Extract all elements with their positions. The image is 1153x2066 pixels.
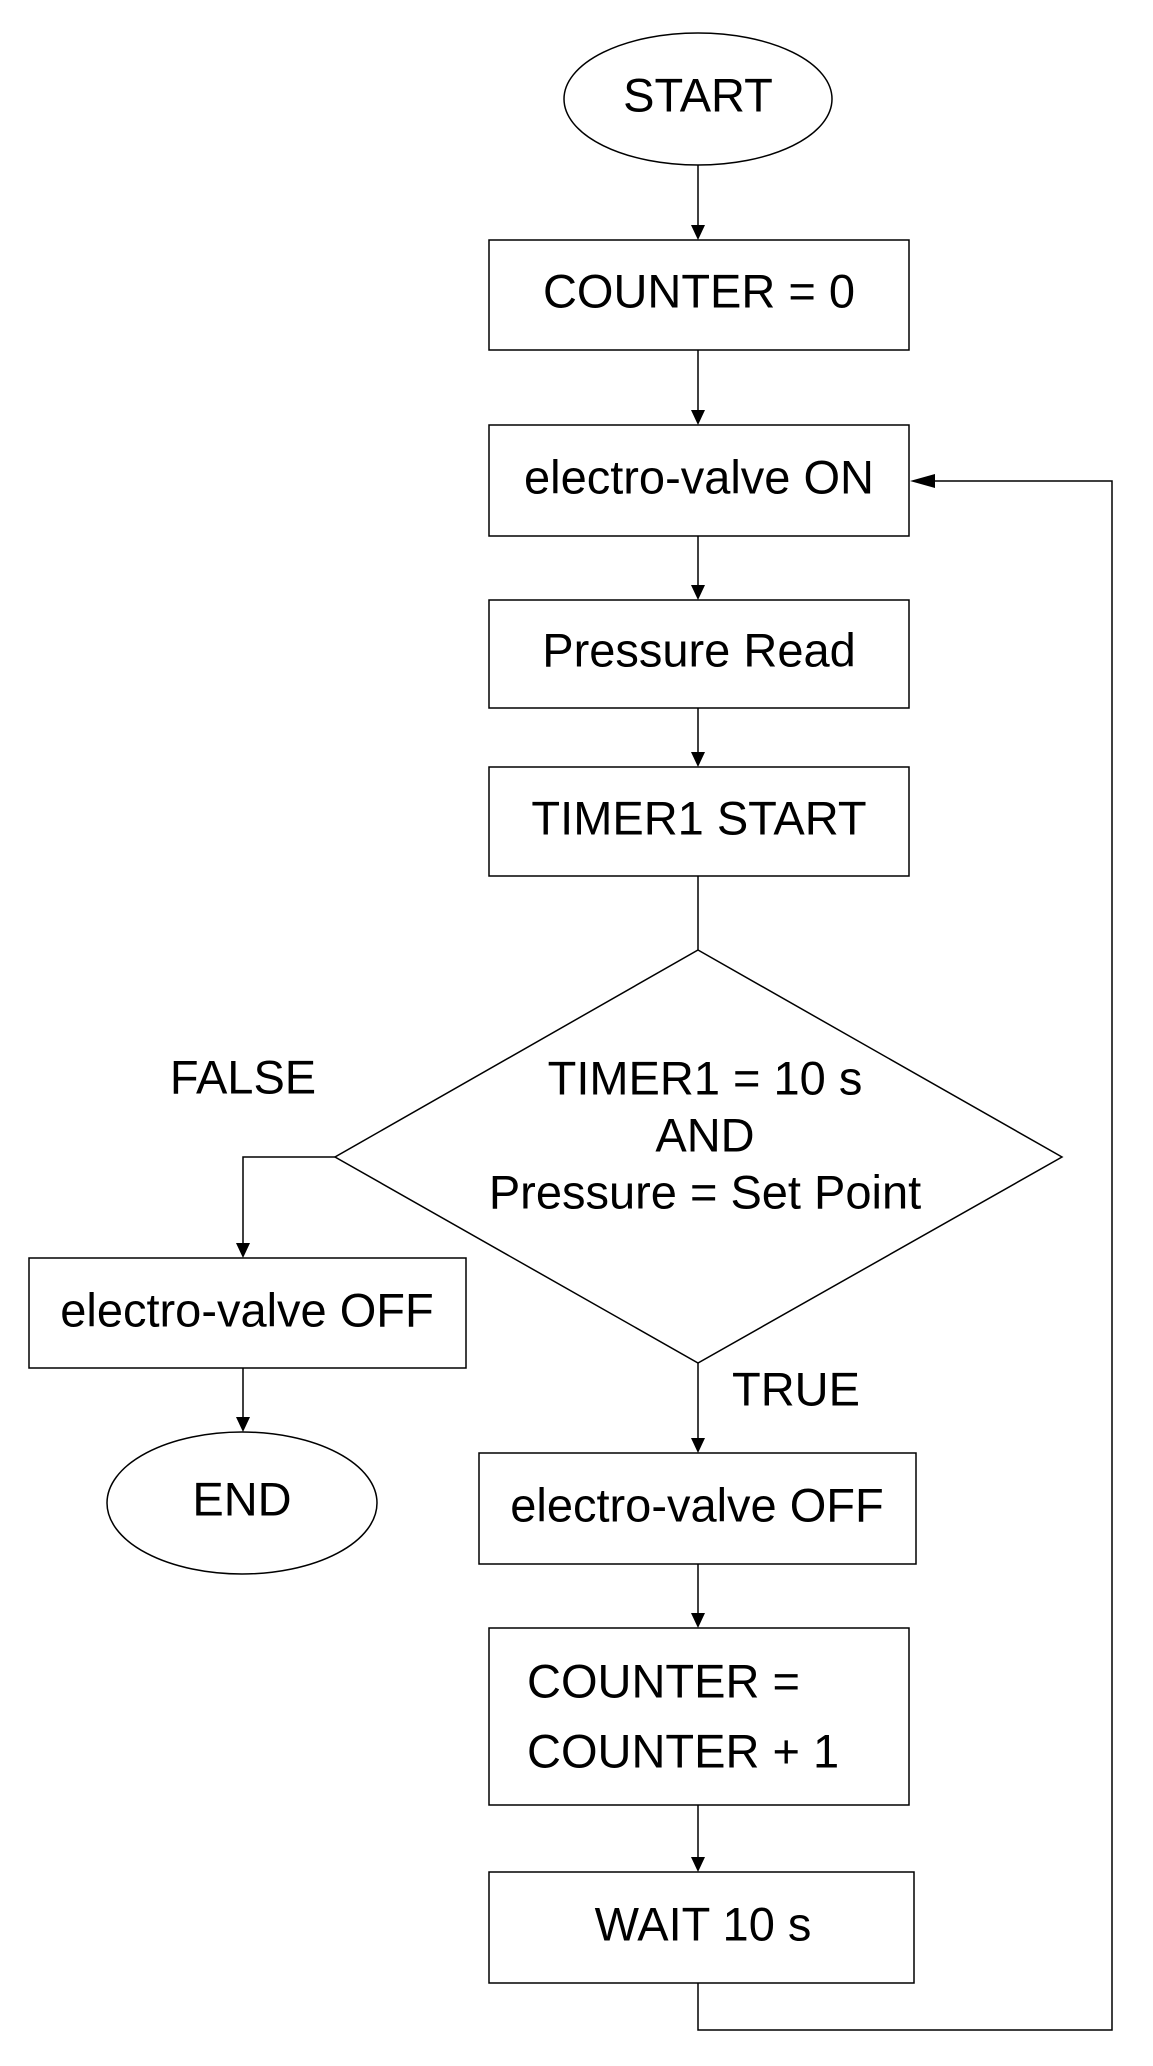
edge-loop-back-to-valve-on	[697, 480, 1113, 2031]
arrowhead	[691, 752, 705, 767]
start-label: START	[623, 68, 773, 121]
decision-line-3: Pressure = Set Point	[489, 1165, 921, 1218]
false-branch-label: FALSE	[170, 1050, 316, 1103]
pressure-read-label: Pressure Read	[542, 623, 856, 676]
arrowhead	[910, 474, 935, 488]
timer-start-box	[488, 766, 910, 877]
wait-label: WAIT 10 s	[595, 1897, 812, 1950]
valve-on-label: electro-valve ON	[524, 450, 874, 503]
counter-init-label: COUNTER = 0	[543, 264, 855, 317]
arrowhead	[691, 585, 705, 600]
counter-inc-line-2: COUNTER + 1	[527, 1724, 839, 1777]
true-valve-off-label: electro-valve OFF	[510, 1478, 883, 1531]
timer-start-label: TIMER1 START	[531, 791, 866, 844]
arrowhead	[691, 1613, 705, 1628]
arrowhead	[236, 1243, 250, 1258]
arrowhead	[691, 410, 705, 425]
end-terminal	[106, 1431, 378, 1575]
decision-line-2: AND	[655, 1108, 754, 1161]
counter-inc-box	[488, 1627, 910, 1806]
wait-box	[488, 1871, 915, 1984]
arrowhead	[691, 225, 705, 240]
arrowhead	[691, 1438, 705, 1453]
true-branch-label: TRUE	[732, 1362, 860, 1415]
counter-inc-line-1: COUNTER =	[527, 1654, 800, 1707]
false-valve-off-box	[28, 1257, 467, 1369]
counter-init-box	[488, 239, 910, 351]
true-valve-off-box	[478, 1452, 917, 1565]
valve-on-box	[488, 424, 910, 537]
arrowhead	[691, 1857, 705, 1872]
end-label: END	[192, 1472, 291, 1525]
edge-decision-to-false-valve-off	[242, 1156, 335, 1243]
pressure-read-box	[488, 599, 910, 709]
arrowhead	[236, 1417, 250, 1432]
decision-line-1: TIMER1 = 10 s	[548, 1051, 863, 1104]
false-valve-off-label: electro-valve OFF	[60, 1283, 433, 1336]
